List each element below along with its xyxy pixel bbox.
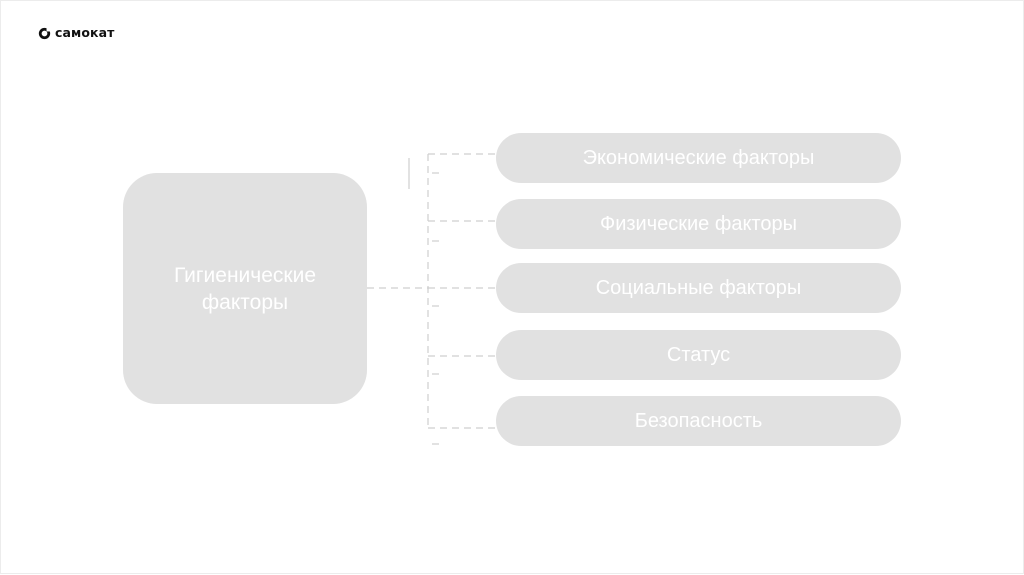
factor-label: Статус <box>666 343 731 366</box>
brand-logo: самокат <box>38 26 115 40</box>
root-node-label: Гигиенические факторы <box>173 263 317 314</box>
brand-logo-text: самокат <box>55 25 115 40</box>
samokat-ring-icon <box>38 26 51 39</box>
factor-node-social: Социальные факторы <box>496 263 901 313</box>
factor-node-economic: Экономические факторы <box>496 133 901 183</box>
factor-node-safety: Безопасность <box>496 396 901 446</box>
factor-node-status: Статус <box>496 330 901 380</box>
factor-label: Экономические факторы <box>582 146 815 169</box>
factor-label: Физические факторы <box>600 212 797 235</box>
root-node: Гигиенические факторы <box>123 173 367 404</box>
factor-label: Безопасность <box>634 409 763 432</box>
factor-label: Социальные факторы <box>595 276 802 299</box>
factor-node-physical: Физические факторы <box>496 199 901 249</box>
